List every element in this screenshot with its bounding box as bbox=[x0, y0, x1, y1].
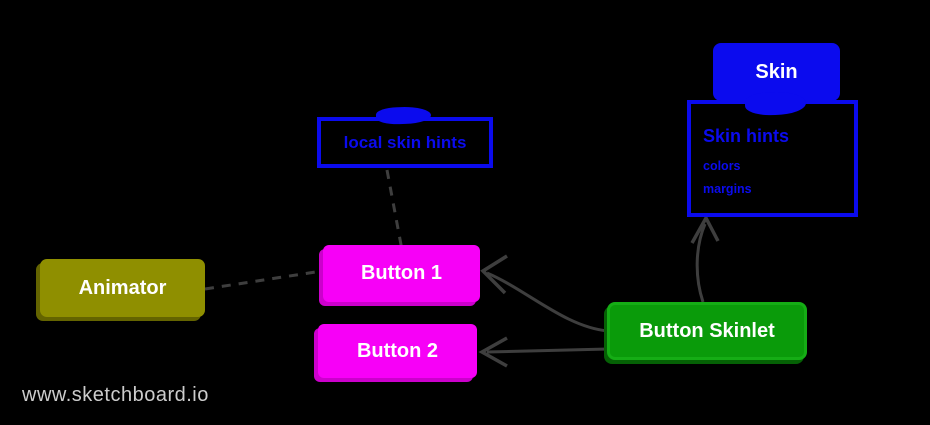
button1-label: Button 1 bbox=[360, 262, 443, 284]
edge-button-skinlet-button1 bbox=[486, 271, 609, 333]
edge-local-skin-hints-button1 bbox=[385, 169, 404, 251]
node-skin[interactable]: Skin bbox=[713, 43, 840, 101]
skin-hints-item-margins: margins bbox=[703, 182, 752, 196]
node-button2[interactable]: Button 2 bbox=[318, 324, 477, 378]
node-skin-hints[interactable]: Skin hints colors margins ... bbox=[687, 100, 858, 219]
arrowhead-button2 bbox=[478, 336, 508, 368]
node-button1[interactable]: Button 1 bbox=[323, 245, 480, 302]
animator-label: Animator bbox=[78, 276, 167, 299]
edge-button-skinlet-skin-hints bbox=[695, 223, 707, 303]
skin-hints-item-ellipsis: ... bbox=[703, 205, 714, 219]
button-skinlet-label: Button Skinlet bbox=[639, 319, 775, 342]
edge-button-skinlet-button2 bbox=[486, 347, 609, 354]
watermark: www.sketchboard.io bbox=[22, 384, 209, 406]
edge-animator-button1 bbox=[204, 269, 323, 291]
skin-hints-title: Skin hints bbox=[703, 126, 790, 146]
button2-label: Button 2 bbox=[356, 339, 439, 362]
node-local-skin-hints[interactable]: local skin hints bbox=[317, 117, 493, 168]
local-skin-hints-label: local skin hints bbox=[343, 132, 467, 152]
skin-hints-item-colors: colors bbox=[703, 159, 741, 173]
node-animator[interactable]: Animator bbox=[40, 259, 205, 317]
arrowhead-button1 bbox=[480, 254, 508, 295]
arrowhead-skin-hints bbox=[690, 214, 720, 244]
skin-label: Skin bbox=[755, 60, 798, 83]
node-button-skinlet[interactable]: Button Skinlet bbox=[607, 302, 807, 360]
